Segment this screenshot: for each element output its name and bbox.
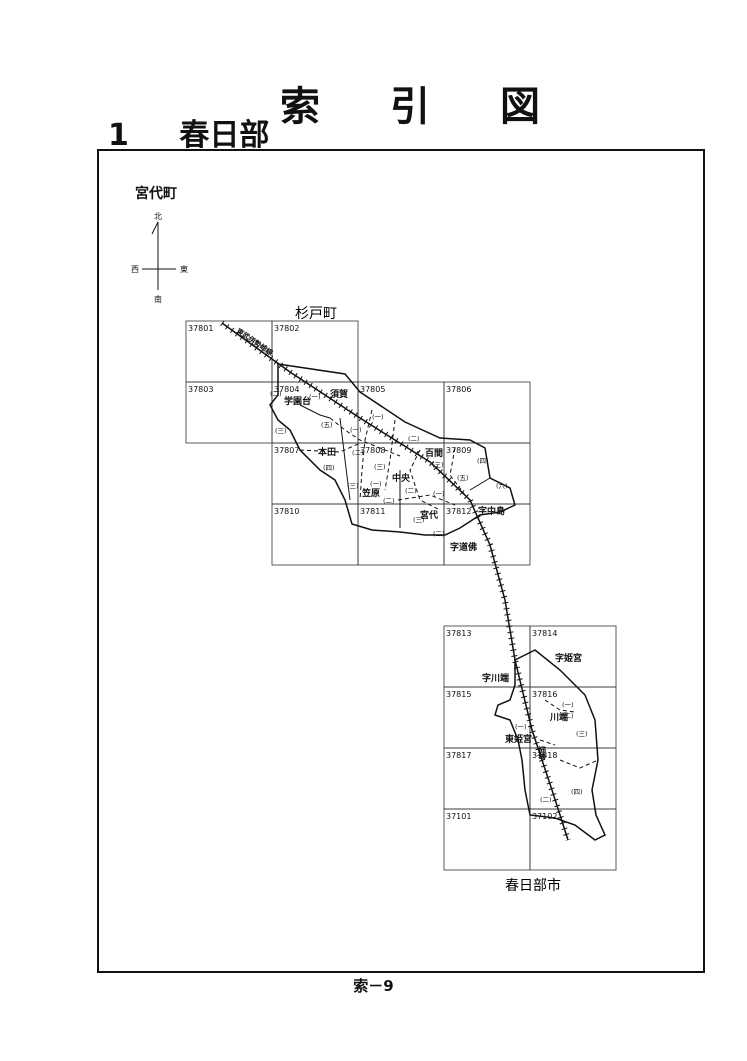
title-char: 図 (500, 84, 540, 130)
compass-west: 西 (131, 265, 139, 274)
section-number: 1 (108, 118, 129, 153)
sheet-id: 37101 (446, 812, 471, 821)
compass-east: 東 (180, 264, 188, 274)
title-char: 索 (280, 84, 320, 130)
section-heading: 1 春日部 (108, 110, 269, 154)
subdivision-mark: (六) (496, 481, 508, 490)
subdivision-mark: (一) (562, 701, 574, 709)
subdivision-mark: (一) (370, 480, 382, 488)
subdivision-mark: (三) (413, 516, 425, 524)
page-number: 索－9 (353, 977, 394, 995)
section-name: 春日部 (179, 118, 270, 153)
neighbor-bottom: 春日部市 (505, 877, 561, 894)
page-title: 索 引 図 (280, 74, 540, 132)
compass (142, 221, 176, 290)
upper-grid (185, 320, 531, 566)
sheet-id: 37802 (274, 324, 299, 333)
sheet-id: 37807 (274, 446, 299, 455)
sheet-id: 37814 (532, 629, 557, 638)
sheet-id: 37809 (446, 446, 471, 455)
subdivision-mark: (四) (477, 457, 489, 465)
sheet-id: 37817 (446, 751, 471, 760)
place-name: 笠原 (361, 487, 380, 499)
subdivision-mark: (二) (383, 497, 395, 505)
subdivision-mark: (二) (352, 449, 364, 457)
sheet-id: 37812 (446, 507, 471, 516)
place-name: 中央 (392, 472, 411, 484)
place-name: 学園台 (284, 395, 311, 407)
sheet-id: 37816 (532, 690, 557, 699)
subdivision-mark: (一) (309, 393, 321, 401)
place-name: 字川端 (482, 672, 509, 684)
sheet-id: 37815 (446, 690, 471, 699)
subdivision-mark: (四) (323, 464, 335, 472)
sheet-cell[interactable] (529, 808, 617, 871)
lower-district-boundary (494, 649, 606, 841)
sheet-id: 37803 (188, 385, 213, 394)
subdivision-mark: (一) (433, 490, 445, 498)
place-name: 字姫宮 (555, 652, 582, 664)
north-arrow-icon (151, 221, 159, 235)
place-name: 姫宮 (538, 746, 547, 760)
subdivision-mark: (二) (433, 530, 445, 538)
compass-south: 南 (154, 294, 162, 304)
place-name: 川端 (549, 711, 568, 723)
place-name: 須賀 (329, 388, 348, 400)
place-name: 字道佛 (450, 541, 477, 553)
sheet-id: 37813 (446, 629, 471, 638)
lower-grid (443, 625, 617, 871)
railway-line (220, 320, 571, 841)
sheet-id: 37810 (274, 507, 299, 516)
subdivision-mark: (三) (347, 482, 359, 490)
subdivision-mark: (四) (571, 788, 583, 796)
title-char: 引 (390, 84, 430, 130)
subdivision-mark: (二) (540, 796, 552, 804)
sheet-id: 37818 (532, 751, 557, 760)
subdivision-mark: (三) (374, 463, 386, 471)
place-name: 本田 (318, 446, 336, 458)
sheet-id: 37806 (446, 385, 471, 394)
subdivision-mark: (三) (275, 427, 287, 435)
upper-district-boundary (269, 363, 516, 536)
subdivision-mark: (一) (372, 413, 384, 421)
compass-north: 北 (154, 212, 162, 221)
subdivision-mark: (三) (576, 730, 588, 738)
sheet-id: 37804 (274, 385, 299, 394)
subdivision-mark: (五) (457, 474, 469, 482)
sheet-id: 37811 (360, 507, 385, 516)
subdivision-mark: (五) (321, 421, 333, 429)
sheet-id: 37805 (360, 385, 385, 394)
subdivision-mark: (三) (432, 461, 444, 469)
sheet-id: 37808 (360, 446, 385, 455)
neighbor-top: 杉戸町 (295, 306, 337, 322)
place-name: 東姫宮 (505, 733, 532, 745)
upper-solid-subdivisions (299, 404, 491, 528)
place-name: 字中島 (478, 505, 505, 517)
subdivision-mark: (二) (270, 390, 282, 398)
place-name: 百間 (425, 448, 443, 459)
map-frame (97, 149, 705, 973)
place-name: 宮代 (420, 509, 438, 521)
subdivision-mark: (一) (350, 426, 362, 434)
town-label: 宮代町 (135, 186, 177, 202)
subdivision-mark: (二) (405, 487, 417, 495)
sheet-id: 37801 (188, 324, 213, 333)
railway-label: 東武伊勢崎線 (235, 326, 275, 357)
lower-subdivisions (539, 699, 599, 769)
subdivision-mark: (一) (515, 723, 527, 731)
upper-subdivisions (299, 409, 466, 511)
subdivision-mark: (二) (408, 435, 420, 443)
subdivision-mark: (二) (562, 712, 574, 720)
